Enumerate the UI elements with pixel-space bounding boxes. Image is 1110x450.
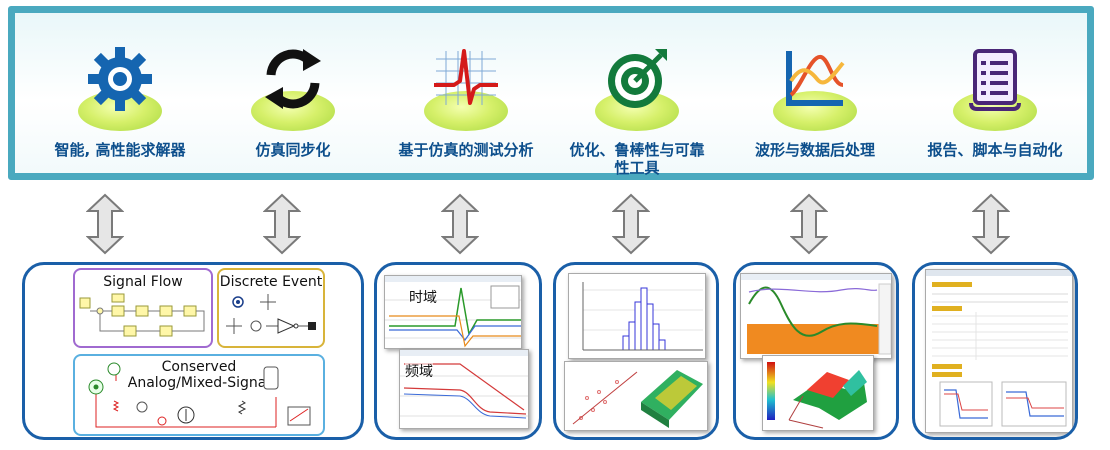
blob-decoration: [424, 91, 508, 131]
conserved-title: Conserved Analog/Mixed-Signal: [127, 359, 271, 391]
gear-icon: [88, 47, 152, 111]
sync-panel: 时域 频域: [374, 262, 542, 440]
report-document-thumb: [925, 269, 1073, 433]
double-arrow-icon: [972, 193, 1010, 255]
feature-label: 基于仿真的测试分析: [398, 141, 534, 159]
signal-flow-diagram: [79, 293, 205, 337]
response-surface-plot: [572, 370, 703, 428]
analysis-panel: [553, 262, 719, 440]
surface-plot-thumb: [762, 355, 874, 431]
signal-flow-title: Signal Flow: [103, 274, 183, 290]
pulse-chart-icon: [434, 49, 498, 105]
feature-postprocessing: 波形与数据后处理: [730, 43, 900, 159]
time-domain-label: 时域: [409, 287, 437, 307]
feature-label: 波形与数据后处理: [754, 141, 875, 159]
waveform-icon: [786, 51, 845, 106]
waveform-panel: [733, 262, 899, 440]
blob-decoration: [251, 91, 335, 131]
discrete-event-box: Discrete Event: [217, 268, 325, 348]
double-arrow-icon: [441, 193, 479, 255]
feature-label: 报告、脚本与自动化: [927, 141, 1063, 159]
target-icon: [608, 49, 667, 108]
double-arrow-icon: [790, 193, 828, 255]
feature-banner: 智能, 高性能求解器 仿真同步化: [8, 6, 1094, 180]
feature-label: 仿真同步化: [255, 141, 331, 159]
transient-response-thumb: [384, 275, 522, 349]
report-panel: [912, 262, 1078, 440]
transient-waveform-thumb: [740, 273, 892, 359]
frequency-domain-label: 频域: [405, 361, 433, 381]
feature-label: 优化、鲁棒性与可靠 性工具: [569, 141, 705, 177]
double-arrow-icon: [263, 193, 301, 255]
signal-flow-box: Signal Flow: [73, 268, 213, 348]
double-arrow-icon: [86, 193, 124, 255]
sync-icon: [265, 49, 321, 109]
double-arrow-icon: [612, 193, 650, 255]
feature-label: 智能, 高性能求解器: [54, 141, 186, 159]
report-icon: [969, 49, 1021, 111]
waveform-plot: [741, 274, 891, 355]
feature-reporting: 报告、脚本与自动化: [910, 43, 1080, 159]
feature-solver: 智能, 高性能求解器: [35, 43, 205, 159]
histogram-thumb: [568, 273, 706, 359]
discrete-event-title: Discrete Event: [219, 274, 323, 290]
time-domain-plot: [385, 276, 521, 348]
feature-testing: 基于仿真的测试分析: [381, 43, 551, 159]
scatter-surface-thumb: [564, 361, 708, 431]
histogram-plot: [582, 282, 703, 351]
conserved-box: Conserved Analog/Mixed-Signal: [73, 354, 325, 436]
feature-sync: 仿真同步化: [208, 43, 378, 159]
solver-panel: Signal Flow Discrete Event: [22, 262, 364, 440]
surface-3d-plot: [767, 362, 867, 429]
discrete-event-diagram: [226, 294, 316, 334]
feature-optimization: 优化、鲁棒性与可靠 性工具: [552, 43, 722, 177]
report-document: [926, 270, 1072, 427]
circuit-diagram: [88, 362, 311, 428]
